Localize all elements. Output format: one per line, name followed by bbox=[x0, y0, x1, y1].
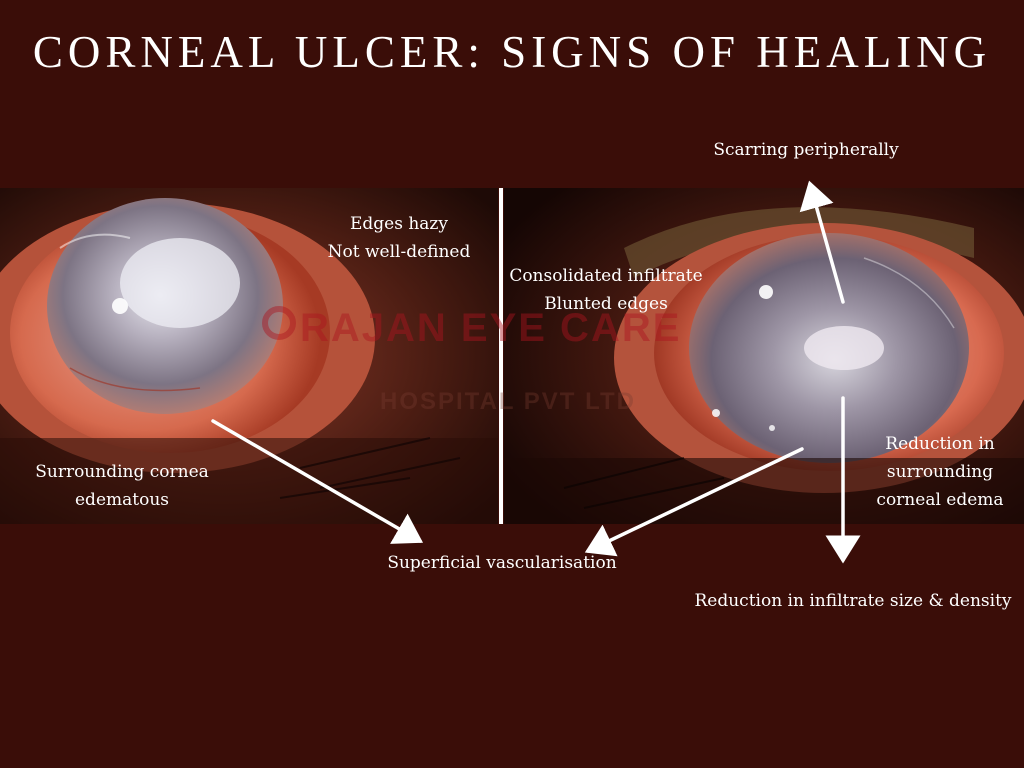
label-scarring: Scarring peripherally bbox=[713, 140, 899, 160]
label-reduction-edema-line3: corneal edema bbox=[876, 490, 1004, 510]
watermark-logo bbox=[262, 306, 296, 340]
label-consolidated-line1: Consolidated infiltrate bbox=[509, 266, 703, 286]
label-consolidated-infiltrate: Consolidated infiltrate Blunted edges bbox=[502, 262, 710, 318]
label-reduction-edema: Reduction in surrounding corneal edema bbox=[872, 430, 1008, 514]
watermark-subtitle: HOSPITAL PVT LTD bbox=[380, 388, 637, 415]
label-vascularisation: Superficial vascularisation bbox=[387, 553, 617, 573]
label-surrounding-edematous: Surrounding cornea edematous bbox=[28, 458, 216, 514]
arrow-vascularisation-right bbox=[584, 447, 804, 557]
label-surrounding-line2: edematous bbox=[75, 490, 169, 510]
label-infiltrate-reduction: Reduction in infiltrate size & density bbox=[694, 591, 1012, 611]
photo-divider bbox=[499, 188, 503, 524]
arrow-scarring bbox=[799, 180, 845, 304]
eye-photo-before bbox=[0, 188, 498, 524]
label-consolidated-line2: Blunted edges bbox=[544, 294, 668, 314]
label-reduction-edema-line1: Reduction in bbox=[885, 434, 995, 454]
arrow-vascularisation-left bbox=[211, 419, 424, 544]
label-edges-hazy: Edges hazy Not well-defined bbox=[318, 210, 480, 266]
label-edges-hazy-line1: Edges hazy bbox=[349, 214, 448, 234]
label-surrounding-line1: Surrounding cornea bbox=[35, 462, 209, 482]
eye-photo-after bbox=[504, 188, 1024, 524]
label-edges-hazy-line2: Not well-defined bbox=[327, 242, 471, 262]
slide-title: CORNEAL ULCER: SIGNS OF HEALING bbox=[32, 27, 992, 77]
label-reduction-edema-line2: surrounding bbox=[886, 462, 994, 482]
watermark-brand: RAJAN EYE CARE bbox=[300, 306, 682, 350]
